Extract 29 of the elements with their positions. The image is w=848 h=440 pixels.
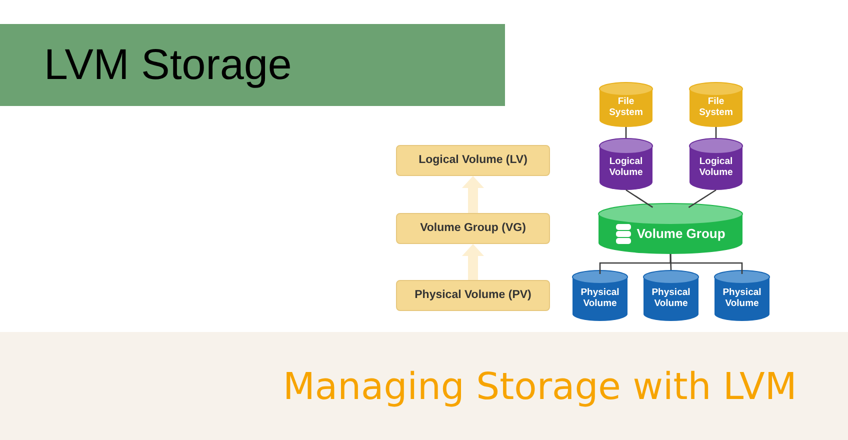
- storage-label: Physical Volume: [580, 288, 620, 310]
- connector-line: [715, 127, 717, 138]
- layer-box: [396, 280, 550, 311]
- connector-line: [670, 254, 743, 274]
- connector-line: [625, 127, 627, 138]
- volume-cylinder: [714, 270, 770, 321]
- block-arrow: [462, 176, 484, 213]
- storage-label: File System: [608, 97, 644, 119]
- storage-label: File System: [698, 97, 734, 119]
- volume-cylinder: [689, 138, 743, 190]
- layer-box: [396, 213, 550, 244]
- storage-label: Logical Volume: [698, 157, 734, 179]
- volume-cylinder: [689, 82, 743, 127]
- layer-label: Volume Group (VG): [420, 221, 526, 236]
- caption-text: Managing Storage with LVM: [283, 368, 797, 404]
- volume-cylinder: [643, 270, 699, 321]
- volume-cylinder: [572, 270, 628, 321]
- title-text: LVM Storage: [44, 44, 292, 86]
- layer-box: [396, 145, 550, 176]
- block-arrow: [462, 244, 484, 280]
- layer-label: Logical Volume (LV): [418, 153, 528, 168]
- volume-cylinder: [599, 82, 653, 127]
- volume-cylinder: [599, 138, 653, 190]
- storage-label: Logical Volume: [608, 157, 644, 179]
- storage-label: Physical Volume: [650, 288, 692, 310]
- volume-cylinder: [598, 203, 743, 254]
- storage-label: Physical Volume: [722, 288, 762, 310]
- storage-label: Volume Group: [636, 226, 726, 242]
- layer-label: Physical Volume (PV): [414, 288, 532, 303]
